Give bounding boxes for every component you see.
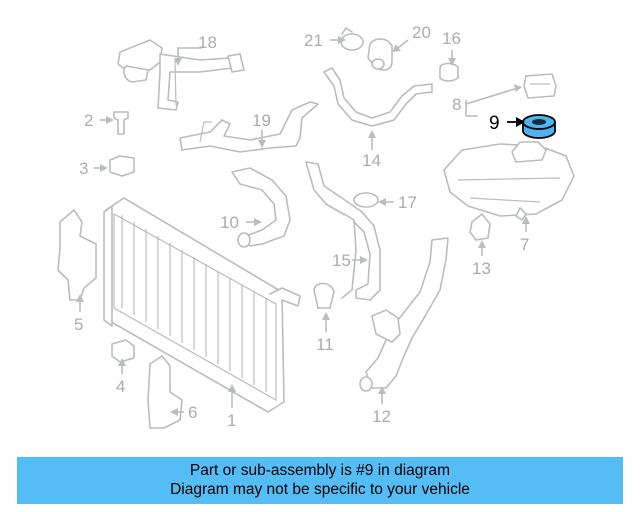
callout-20: 20 (412, 23, 431, 42)
part-16-clamp (439, 62, 459, 82)
callout-18: 18 (198, 33, 217, 52)
callout-5: 5 (74, 315, 83, 334)
leader-lines (76, 36, 530, 416)
callout-16: 16 (442, 29, 461, 48)
part-8-connector (523, 73, 557, 99)
callout-8: 8 (452, 95, 461, 114)
banner-line-1: Part or sub-assembly is #9 in diagram (189, 462, 451, 479)
part-6-deflector (147, 355, 183, 429)
part-21-clamp (340, 27, 364, 51)
part-1-radiator (103, 197, 301, 413)
part-14-hose (323, 67, 433, 127)
callout-6: 6 (188, 403, 197, 422)
part-7-reservoir (443, 141, 575, 221)
callout-21: 21 (304, 31, 323, 50)
banner-line-2: Diagram may not be specific to your vehi… (170, 481, 470, 498)
part-5-deflector (57, 209, 97, 301)
part-17-clamp (353, 192, 379, 208)
callout-13: 13 (472, 259, 491, 278)
part-4-mount (111, 339, 135, 363)
part-3-mount (109, 155, 135, 177)
callout-2: 2 (84, 111, 93, 130)
callout-19: 19 (252, 111, 271, 130)
part-19-coolant-pipe (179, 101, 319, 153)
info-banner: Part or sub-assembly is #9 in diagram Di… (17, 457, 623, 504)
part-13-bracket (469, 213, 491, 241)
part-18-coolant-pipe (117, 39, 245, 111)
part-2-bolt (113, 111, 129, 135)
callout-4: 4 (116, 377, 125, 396)
callout-15: 15 (332, 251, 351, 270)
part-10-hose (231, 167, 291, 248)
part-15-pipe (305, 161, 381, 301)
callout-1: 1 (227, 411, 236, 430)
part-11-clamp (313, 282, 335, 309)
callout-11: 11 (316, 335, 334, 354)
callout-3: 3 (79, 159, 88, 178)
callout-10: 10 (220, 213, 239, 232)
callout-7: 7 (520, 235, 529, 254)
part-20-elbow-hose (367, 38, 393, 71)
callout-17: 17 (398, 193, 417, 212)
callout-labels: 1 2 3 4 5 6 7 8 9 10 11 12 13 14 15 16 1… (74, 23, 529, 430)
callout-9: 9 (489, 113, 500, 134)
callout-14: 14 (362, 151, 381, 170)
part-9-cap-highlighted (522, 114, 556, 139)
part-12-lower-hose (359, 237, 449, 392)
callout-12: 12 (372, 407, 391, 426)
